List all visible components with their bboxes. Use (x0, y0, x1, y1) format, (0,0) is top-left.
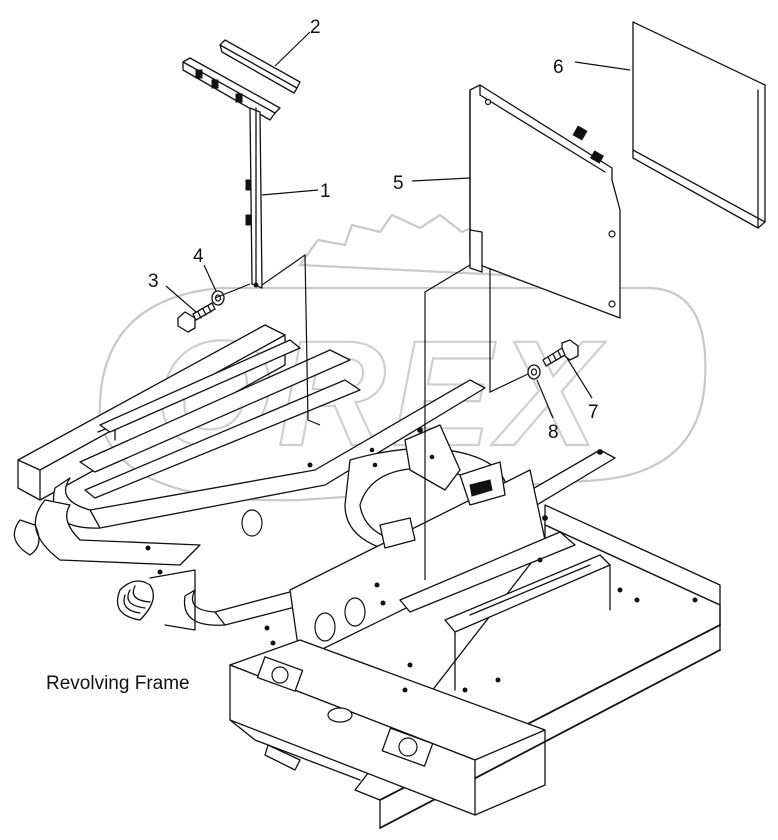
frame-hole-1 (314, 612, 336, 642)
frame-hole-3 (241, 509, 263, 537)
part-7-bolt (542, 339, 579, 367)
part-1-bracket (182, 57, 281, 289)
callout-leaders (165, 31, 631, 419)
callout-8: 8 (548, 422, 559, 443)
frame-hole-2 (344, 597, 366, 627)
part-4-washer (211, 290, 225, 306)
part-2-bar (219, 39, 301, 94)
callout-2: 2 (310, 17, 321, 38)
callout-3: 3 (148, 271, 159, 292)
part-6-panel (632, 21, 766, 229)
callout-7: 7 (588, 402, 599, 423)
revolving-frame (13, 324, 721, 829)
callout-5: 5 (393, 173, 404, 194)
frame-bolt-dots (145, 427, 698, 693)
part-5-cover-plate (469, 84, 621, 319)
diagram-caption: Revolving Frame (46, 673, 190, 694)
assembly-lines (214, 253, 529, 580)
part-8-washer (527, 364, 541, 380)
callout-6: 6 (553, 57, 564, 78)
callout-1: 1 (320, 181, 331, 202)
callout-labels: 2 1 4 3 5 6 7 8 (148, 17, 599, 443)
part-3-bolt (177, 302, 216, 333)
callout-4: 4 (193, 246, 204, 267)
